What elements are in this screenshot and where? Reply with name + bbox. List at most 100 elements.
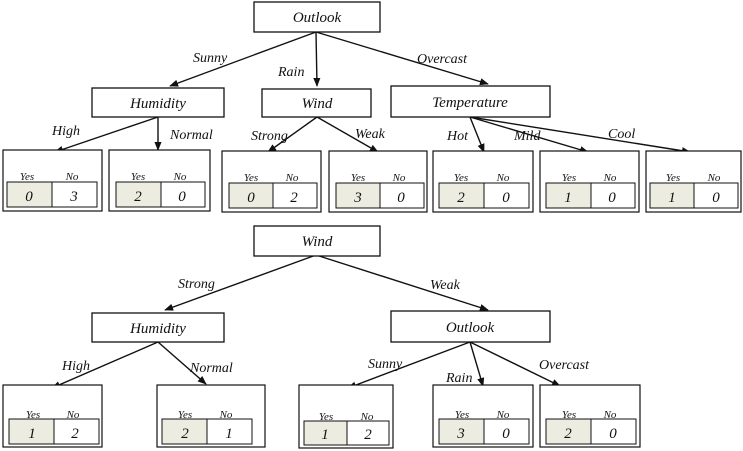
edge-humidity-high — [54, 116, 159, 153]
edge-outlook2-sunny — [347, 341, 471, 389]
svg-text:Yes: Yes — [26, 409, 40, 421]
svg-text:Yes: Yes — [666, 172, 680, 184]
svg-text:0: 0 — [397, 190, 405, 206]
svg-text:0: 0 — [609, 426, 617, 442]
edge-sunny — [169, 31, 317, 87]
node-outlook-2: Outlook — [390, 310, 551, 343]
leaf-temp-mild: Yes No 1 0 — [539, 150, 640, 213]
edge-label-strong-2: Strong — [178, 277, 215, 292]
edge-wind-strong — [267, 116, 318, 153]
svg-text:0: 0 — [178, 189, 186, 205]
svg-text:2: 2 — [457, 190, 465, 206]
svg-text:Wind: Wind — [302, 234, 333, 250]
svg-text:No: No — [66, 409, 80, 421]
svg-text:Outlook: Outlook — [293, 10, 342, 26]
svg-text:Yes: Yes — [562, 409, 576, 421]
edge-temp-hot — [469, 116, 485, 153]
edge-label-cool: Cool — [608, 127, 635, 142]
svg-text:No: No — [603, 172, 617, 184]
svg-text:1: 1 — [225, 426, 233, 442]
edge-label-overcast: Overcast — [417, 52, 468, 67]
edge-temp-cool — [469, 116, 691, 155]
edge-temp-mild — [469, 116, 589, 154]
svg-text:2: 2 — [290, 190, 298, 206]
svg-text:3: 3 — [69, 189, 78, 205]
edge-weak — [315, 254, 489, 311]
edge-outlook2-overcast — [469, 341, 561, 387]
edge-label-rain: Rain — [277, 65, 304, 80]
svg-text:1: 1 — [28, 426, 36, 442]
node-temperature: Temperature — [390, 85, 551, 118]
svg-text:No: No — [285, 172, 299, 184]
svg-text:0: 0 — [502, 426, 510, 442]
svg-text:Yes: Yes — [562, 172, 576, 184]
edge-label-sunny-2: Sunny — [368, 357, 403, 372]
svg-text:2: 2 — [134, 189, 142, 205]
edge-label-weak-2: Weak — [430, 278, 461, 293]
node-wind-root: Wind — [253, 225, 381, 257]
svg-text:No: No — [392, 172, 406, 184]
edge-overcast — [315, 31, 489, 86]
svg-text:2: 2 — [71, 426, 79, 442]
svg-text:1: 1 — [321, 427, 329, 443]
edge-wind-weak — [316, 116, 379, 153]
svg-text:Yes: Yes — [244, 172, 258, 184]
svg-text:Yes: Yes — [454, 172, 468, 184]
svg-text:3: 3 — [456, 426, 465, 442]
leaf-humidity2-normal: Yes No 2 1 — [156, 384, 266, 448]
leaf-temp-cool: Yes No 1 0 — [645, 150, 742, 213]
svg-text:No: No — [360, 411, 374, 423]
svg-text:0: 0 — [25, 189, 33, 205]
edge-label-normal-2: Normal — [189, 361, 233, 376]
edge-label-overcast-2: Overcast — [539, 358, 590, 373]
edge-label-sunny: Sunny — [193, 51, 228, 66]
edge-label-high: High — [51, 124, 80, 139]
leaf-outlook2-sunny: Yes No 1 2 — [298, 384, 394, 449]
svg-text:0: 0 — [608, 190, 616, 206]
node-outlook: Outlook — [253, 1, 381, 33]
edge-label-strong: Strong — [251, 129, 288, 144]
node-wind: Wind — [261, 88, 372, 118]
svg-text:0: 0 — [247, 190, 255, 206]
svg-text:1: 1 — [564, 190, 572, 206]
svg-text:Temperature: Temperature — [432, 95, 508, 111]
leaf-humidity-normal: Yes No 2 0 — [108, 149, 211, 212]
svg-text:Yes: Yes — [319, 411, 333, 423]
svg-text:0: 0 — [712, 190, 720, 206]
leaf-wind-strong: Yes No 0 2 — [221, 150, 322, 213]
svg-text:No: No — [496, 409, 510, 421]
edge-label-rain-2: Rain — [445, 371, 472, 386]
svg-text:No: No — [219, 409, 233, 421]
leaf-wind-weak: Yes No 3 0 — [328, 150, 428, 213]
svg-text:No: No — [603, 409, 617, 421]
svg-text:Yes: Yes — [131, 171, 145, 183]
edge-humidity2-high — [51, 341, 159, 389]
node-humidity: Humidity — [91, 87, 225, 118]
svg-text:Yes: Yes — [351, 172, 365, 184]
leaf-humidity-high: Yes No 0 3 — [2, 149, 103, 212]
edge-outlook2-rain — [469, 341, 485, 387]
svg-text:No: No — [707, 172, 721, 184]
node-humidity-2: Humidity — [91, 312, 225, 343]
svg-text:Yes: Yes — [178, 409, 192, 421]
leaf-outlook2-rain: Yes No 3 0 — [432, 384, 534, 448]
leaf-outlook2-overcast: Yes No 2 0 — [539, 384, 641, 448]
svg-text:1: 1 — [668, 190, 676, 206]
svg-text:Yes: Yes — [20, 171, 34, 183]
svg-text:Wind: Wind — [302, 96, 333, 112]
edge-strong — [164, 254, 317, 311]
svg-text:3: 3 — [353, 190, 362, 206]
svg-text:2: 2 — [364, 427, 372, 443]
svg-text:0: 0 — [502, 190, 510, 206]
svg-text:2: 2 — [181, 426, 189, 442]
svg-text:Humidity: Humidity — [129, 96, 186, 112]
svg-text:Outlook: Outlook — [446, 320, 495, 336]
edge-rain — [313, 31, 321, 87]
edge-label-high-2: High — [61, 359, 90, 374]
svg-text:No: No — [496, 172, 510, 184]
leaf-humidity2-high: Yes No 1 2 — [2, 384, 103, 448]
svg-text:No: No — [173, 171, 187, 183]
leaf-temp-hot: Yes No 2 0 — [432, 150, 534, 213]
svg-text:Yes: Yes — [455, 409, 469, 421]
